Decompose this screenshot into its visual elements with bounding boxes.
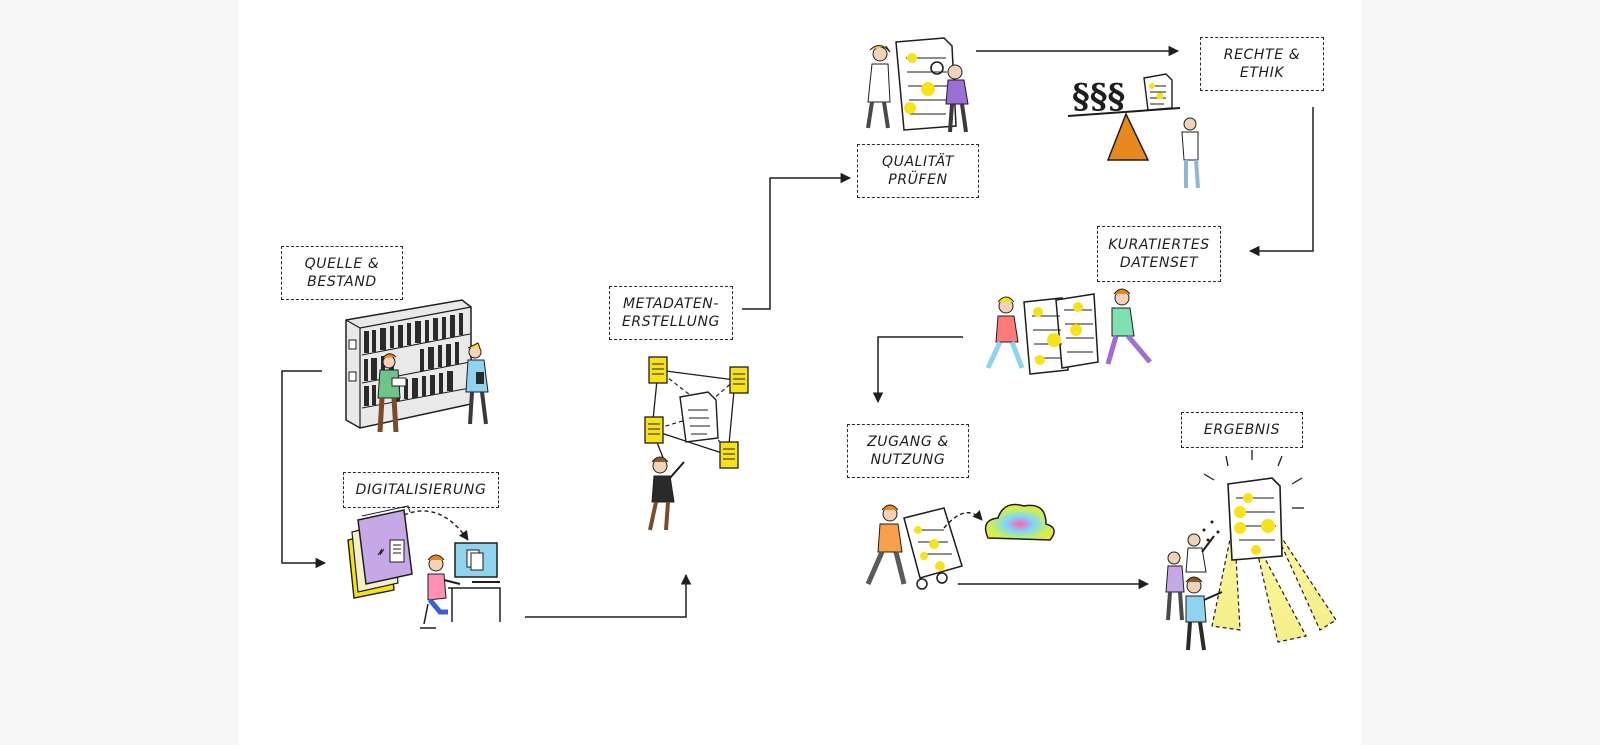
cloud-transfer-icon bbox=[865, 503, 1055, 590]
arrow-kuratiert-to-zugang bbox=[872, 336, 963, 404]
document-network-icon bbox=[644, 356, 749, 531]
arrow-metadaten-to-qualitaet bbox=[742, 172, 852, 310]
step-label-ergebnis: Ergebnis bbox=[1181, 412, 1303, 448]
step-label-quelle-bestand: Quelle & Bestand bbox=[281, 246, 403, 300]
step-label-qualitaet-pruefen: Qualität prüfen bbox=[857, 144, 979, 198]
step-label-rechte-ethik: Rechte & Ethik bbox=[1200, 37, 1324, 91]
connectors bbox=[281, 45, 1314, 618]
step-label-digitalisierung: Digitalisierung bbox=[343, 472, 499, 508]
archive-shelf-icon bbox=[345, 299, 489, 433]
document-spotlight-icon bbox=[1165, 450, 1337, 651]
arrow-digitalisierung-to-metadaten bbox=[525, 573, 692, 618]
paragraph-scale-icon: §§§ bbox=[1067, 73, 1200, 189]
scanner-workstation-icon bbox=[347, 505, 501, 629]
arrow-quelle-to-digitalisierung bbox=[281, 370, 327, 569]
step-label-kuratiertes-datenset: Kuratiertes Datenset bbox=[1097, 226, 1221, 282]
magnifier-check-icon bbox=[866, 37, 969, 133]
step-label-zugang-nutzung: Zugang & Nutzung bbox=[847, 424, 969, 478]
arrow-rechte-to-kuratiert bbox=[1248, 107, 1314, 257]
step-label-metadaten-erstellung: Metadaten- Erstellung bbox=[609, 286, 733, 340]
svg-text:§§§: §§§ bbox=[1072, 77, 1125, 117]
documents-carry-icon bbox=[985, 288, 1152, 375]
